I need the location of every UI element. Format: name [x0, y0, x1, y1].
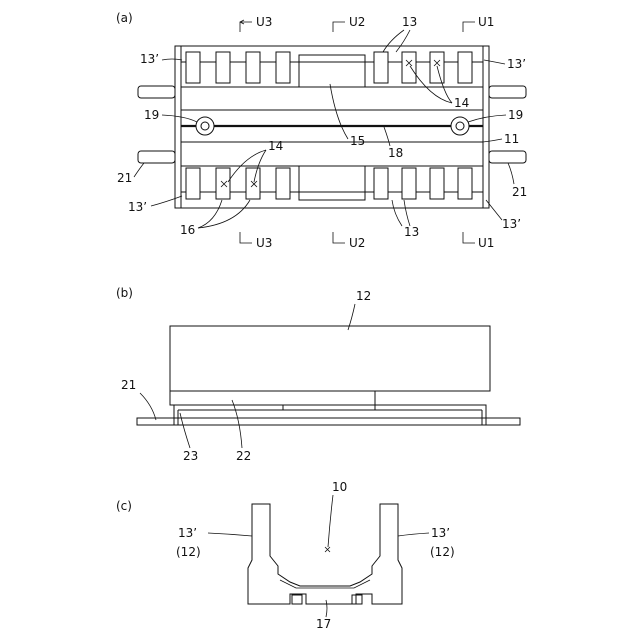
- section-label: U2: [349, 15, 365, 29]
- section-label: U3: [256, 236, 272, 250]
- ref-22: 22: [236, 449, 251, 463]
- lower-fins-13: [186, 168, 472, 199]
- section-label: U2: [349, 236, 365, 250]
- ref-21-right: 21: [512, 185, 527, 199]
- base-plate: [137, 418, 520, 425]
- ref-13p-bottom-right: 13’: [502, 217, 521, 231]
- section-markers-bottom: U3 U2 U1: [240, 232, 494, 250]
- ref-21-b: 21: [121, 378, 136, 392]
- ref-13p-bottom-left: 13’: [128, 200, 147, 214]
- ref-13p-left: 13’: [178, 526, 197, 540]
- ref-16: 16: [180, 223, 195, 237]
- section-label: U1: [478, 236, 494, 250]
- panel-b: (b) 12 21 23 22: [116, 286, 520, 463]
- ref-23: 23: [183, 449, 198, 463]
- ref-21-left: 21: [117, 171, 132, 185]
- ref-12p-right: (12): [430, 545, 455, 559]
- ref-11: 11: [504, 132, 519, 146]
- panel-c: (c) 10 13’ (12) 13’ (12) 17: [116, 480, 455, 631]
- ref-13-top: 13: [402, 15, 417, 29]
- panel-c-label: (c): [116, 499, 132, 513]
- panel-a-label: (a): [116, 11, 133, 25]
- cross-section-profile: [248, 504, 402, 604]
- ref-13p-right: 13’: [431, 526, 450, 540]
- ref-12p-left: (12): [176, 545, 201, 559]
- ref-10: 10: [332, 480, 347, 494]
- panel-a: (a): [116, 11, 527, 250]
- body-12: [170, 326, 490, 391]
- ref-13p-top-right: 13’: [507, 57, 526, 71]
- ref-14-top: 14: [454, 96, 469, 110]
- section-label: U1: [478, 15, 494, 29]
- section-label: U3: [256, 15, 272, 29]
- ref-19-left: 19: [144, 108, 159, 122]
- panel-b-label: (b): [116, 286, 133, 300]
- ref-15: 15: [350, 134, 365, 148]
- section-markers-top: U3 U2 U1: [240, 15, 494, 32]
- ref-18: 18: [388, 146, 403, 160]
- ref-12: 12: [356, 289, 371, 303]
- ref-19-right: 19: [508, 108, 523, 122]
- ref-13-bottom: 13: [404, 225, 419, 239]
- step-22: [170, 391, 375, 410]
- ref-13p-top-left: 13’: [140, 52, 159, 66]
- ref-14-bottom: 14: [268, 139, 283, 153]
- upper-fins-13: [186, 52, 472, 83]
- ref-17: 17: [316, 617, 331, 631]
